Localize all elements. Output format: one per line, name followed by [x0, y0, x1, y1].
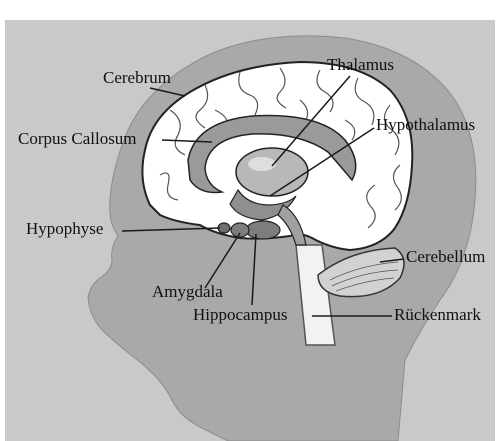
label-thalamus: Thalamus — [327, 56, 394, 73]
label-cerebellum: Cerebellum — [406, 248, 502, 265]
thalamus — [236, 148, 308, 196]
label-cerebrum: Cerebrum — [103, 69, 171, 86]
label-hypothalamus: Hypothalamus — [376, 116, 475, 133]
label-rueckenmark: Rückenmark — [394, 306, 502, 323]
label-corpus-callosum: Corpus Callosum — [18, 130, 137, 147]
label-amygdala: Amygdala — [152, 283, 223, 300]
amygdala — [231, 223, 249, 237]
hippocampus — [246, 221, 280, 239]
thalamus-highlight — [248, 157, 276, 171]
label-hippocampus: Hippocampus — [193, 306, 287, 323]
label-hypophyse: Hypophyse — [26, 220, 103, 237]
